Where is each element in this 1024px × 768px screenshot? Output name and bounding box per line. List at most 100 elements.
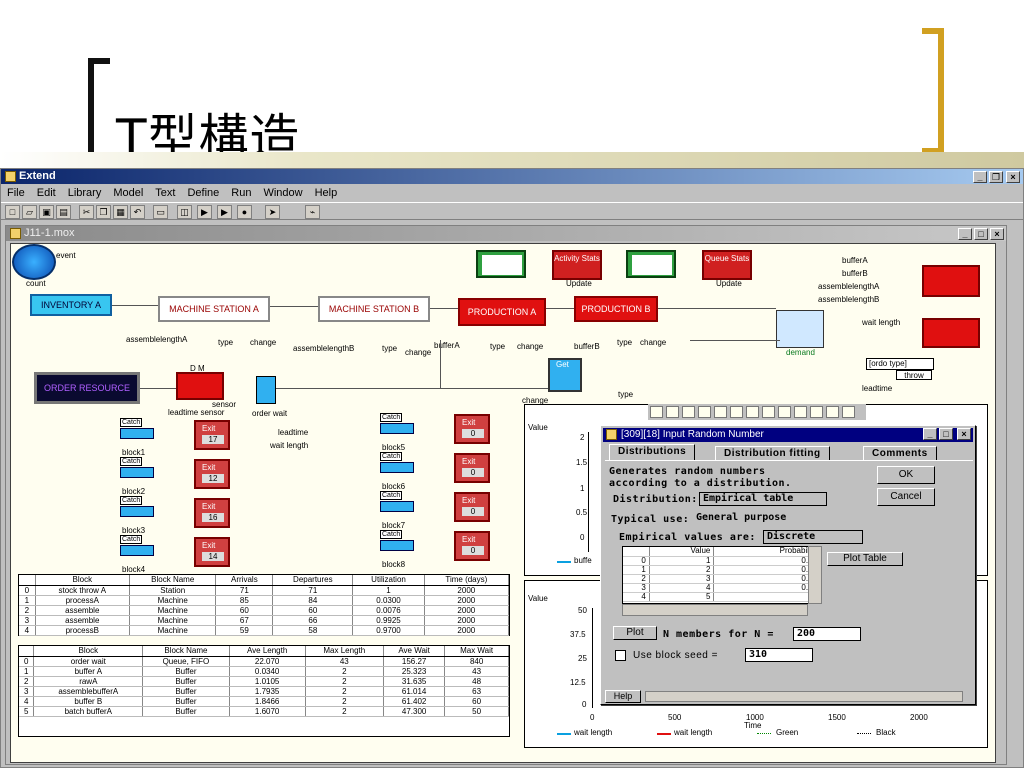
print-icon[interactable]: ▤ (56, 205, 71, 219)
open-folder-icon[interactable]: ▱ (22, 205, 37, 219)
dialog-minimize-button[interactable]: _ (923, 428, 937, 440)
help-button[interactable]: Help (605, 690, 641, 703)
throw-field[interactable]: throw (896, 370, 932, 380)
menu-edit[interactable]: Edit (36, 187, 56, 199)
stop-icon[interactable]: ● (237, 205, 252, 219)
library-icon[interactable]: ◫ (177, 205, 192, 219)
dialog-maximize-button[interactable]: □ (939, 428, 953, 440)
grid-horizontal-scrollbar[interactable] (622, 604, 808, 616)
animate-icon[interactable]: ▶ (217, 205, 232, 219)
production-b-block[interactable]: PRODUCTION B (574, 296, 658, 322)
empirical-grid-row[interactable]: 340.25 (623, 583, 821, 593)
order-wait-queue-block[interactable] (256, 376, 276, 404)
order-type-field[interactable]: [ordo type] (866, 358, 934, 370)
model-close-button[interactable]: × (990, 228, 1004, 240)
plot-tool-icon[interactable] (714, 406, 727, 418)
new-file-icon[interactable]: □ (5, 205, 20, 219)
menu-define[interactable]: Define (187, 187, 220, 199)
sensor-block[interactable] (176, 372, 224, 400)
save-icon[interactable]: ▣ (39, 205, 54, 219)
run-icon[interactable]: ▶ (197, 205, 212, 219)
empirical-table-grid[interactable]: ValueProbability010.25120.25230.25340.25… (622, 546, 822, 604)
assembly-block[interactable] (776, 310, 824, 348)
cut-icon[interactable]: ✂ (79, 205, 94, 219)
activity-stats-block[interactable]: Activity Stats (552, 250, 602, 280)
menu-file[interactable]: File (7, 187, 25, 199)
menu-help[interactable]: Help (314, 187, 338, 199)
ok-button[interactable]: OK (877, 466, 935, 484)
paste-icon[interactable]: ▦ (113, 205, 128, 219)
block-seed-checkbox[interactable] (615, 650, 626, 661)
zoom-icon[interactable] (778, 406, 791, 418)
block-seed-input[interactable]: 310 (745, 648, 813, 662)
empirical-grid-row[interactable]: 010.25 (623, 556, 821, 566)
menu-model[interactable]: Model (113, 187, 144, 199)
plot-tool-icon[interactable] (666, 406, 679, 418)
plot-button[interactable]: Plot (613, 626, 657, 640)
machine-station-b-block[interactable]: MACHINE STATION B (318, 296, 430, 322)
restore-button[interactable]: ❐ (989, 171, 1003, 183)
cancel-button[interactable]: Cancel (877, 488, 935, 506)
copy-icon[interactable]: ❐ (96, 205, 111, 219)
catch-block-6[interactable]: Catch (380, 452, 420, 474)
catch-block-7[interactable]: Catch (380, 491, 420, 513)
empirical-grid-row[interactable]: 450 (623, 592, 821, 602)
catch-block-1[interactable]: Catch (120, 418, 160, 440)
empirical-grid-row[interactable]: 120.25 (623, 565, 821, 575)
plot-table-button[interactable]: Plot Table (827, 552, 903, 566)
tab-distributions[interactable]: Distributions (609, 444, 696, 460)
distribution-select[interactable]: Empirical table (699, 492, 827, 506)
menu-run[interactable]: Run (231, 187, 252, 199)
tab-comments[interactable]: Comments (863, 446, 937, 460)
minimize-button[interactable]: _ (973, 171, 987, 183)
plot-tool-icon[interactable] (698, 406, 711, 418)
catch-block-8[interactable]: Catch (380, 530, 420, 552)
dialog-close-button[interactable]: × (957, 428, 971, 440)
queue-stats-block[interactable]: Queue Stats (702, 250, 752, 280)
close-button[interactable]: × (1006, 171, 1020, 183)
undo-icon[interactable]: ↶ (130, 205, 145, 219)
model-maximize-button[interactable]: □ (974, 228, 988, 240)
notebook-icon[interactable]: ▭ (153, 205, 168, 219)
empirical-grid-row[interactable]: 230.25 (623, 574, 821, 584)
plot-tool-icon[interactable] (746, 406, 759, 418)
plot-tool-icon[interactable] (730, 406, 743, 418)
plotter-block-2[interactable] (626, 250, 676, 278)
inventory-a-block[interactable]: INVENTORY A (30, 294, 112, 316)
plot-tool-icon[interactable] (826, 406, 839, 418)
catch-block-5[interactable]: Catch (380, 413, 420, 435)
clock-icon[interactable] (12, 244, 56, 280)
menu-library[interactable]: Library (67, 187, 102, 199)
menu-text[interactable]: Text (155, 187, 176, 199)
dialog-horizontal-scrollbar[interactable] (645, 691, 963, 702)
tab-distribution-fitting[interactable]: Distribution fitting (715, 446, 830, 460)
plot-tool-icon[interactable] (794, 406, 807, 418)
order-resource-block[interactable]: ORDER RESOURCE (34, 372, 140, 404)
production-a-block[interactable]: PRODUCTION A (458, 298, 546, 326)
catch-block-4[interactable]: Catch (120, 535, 160, 557)
plot-tool-icon[interactable] (762, 406, 775, 418)
plot-tool-icon[interactable] (810, 406, 823, 418)
machine-station-a-block[interactable]: MACHINE STATION A (158, 296, 270, 322)
plotter-table-block-1[interactable] (922, 265, 980, 297)
plotter-table-block-2[interactable] (922, 318, 980, 348)
get-block[interactable] (548, 358, 582, 392)
